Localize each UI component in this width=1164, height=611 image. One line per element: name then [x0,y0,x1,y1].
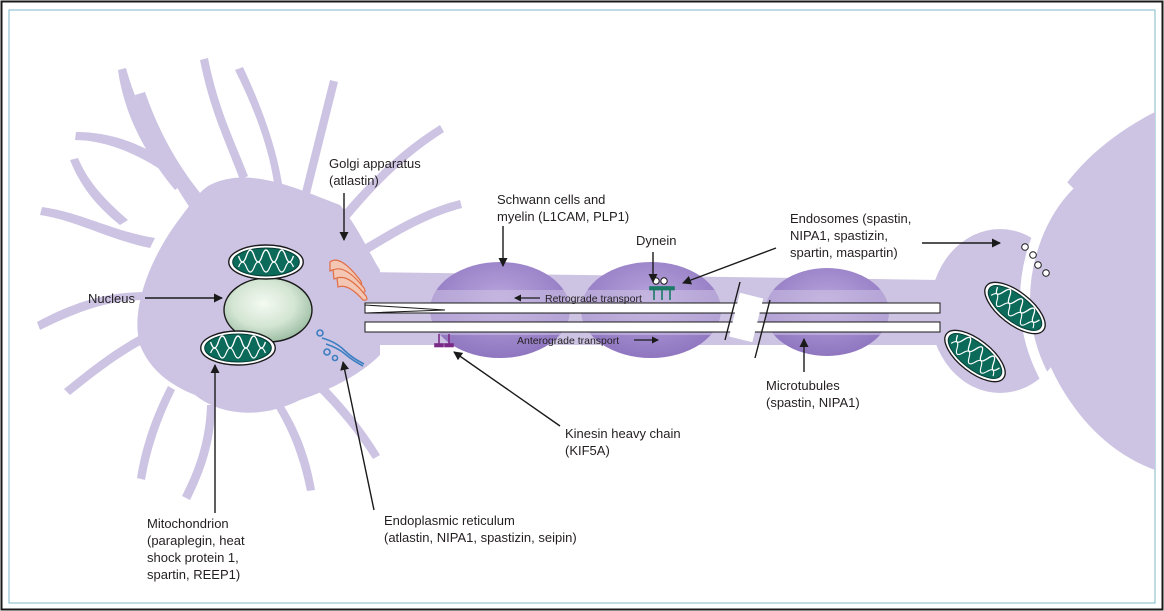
schwann-label: Schwann cells and myelin (L1CAM, PLP1) [497,191,629,225]
dynein-label: Dynein [636,232,676,249]
endosomes-label: Endosomes (spastin, NIPA1, spastizin, sp… [790,210,911,261]
mitochondrion-soma-1 [229,245,303,279]
kinesin-label: Kinesin heavy chain (KIF5A) [565,425,681,459]
golgi-label: Golgi apparatus (atlastin) [329,155,421,189]
mitochondrion-soma-2 [201,331,275,365]
microtubules-label: Microtubules (spastin, NIPA1) [766,377,860,411]
anterograde-label: Anterograde transport [517,335,619,347]
dynein-motors [650,287,674,300]
nucleus-label: Nucleus [88,290,135,307]
er-label: Endoplasmic reticulum (atlastin, NIPA1, … [384,512,577,546]
retrograde-label: Retrograde transport [545,293,642,305]
mitochondrion-label: Mitochondrion (paraplegin, heat shock pr… [147,515,245,583]
